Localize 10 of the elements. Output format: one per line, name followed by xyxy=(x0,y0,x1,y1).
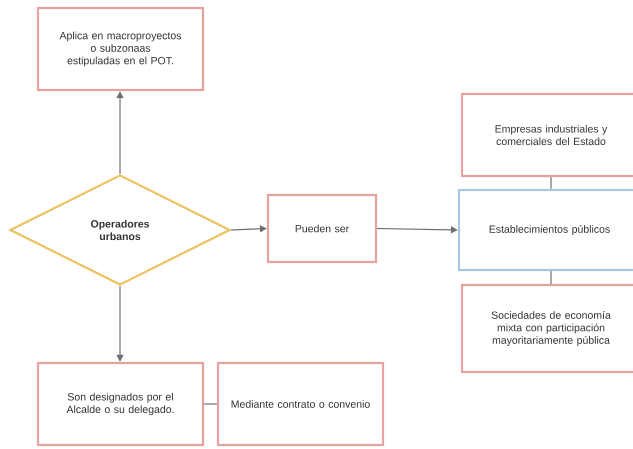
process-box: Empresas industriales y comerciales del Estado xyxy=(460,92,633,178)
process-box: Son designados por el Alcalde o su delegado. xyxy=(36,362,204,446)
connector-line xyxy=(550,271,552,284)
connector-line xyxy=(204,403,217,405)
process-box: Sociedades de economía mixta con participación mayoritariamente pública xyxy=(460,284,633,374)
connector-line xyxy=(550,177,552,189)
process-box: Establecimientos públicos xyxy=(458,188,633,272)
process-box: Pueden ser xyxy=(266,194,378,264)
process-box: Mediante contrato o convenio xyxy=(216,362,384,446)
process-box: Aplica en macroproyectos o subzonaas estipuladas en el POT. xyxy=(36,6,204,92)
